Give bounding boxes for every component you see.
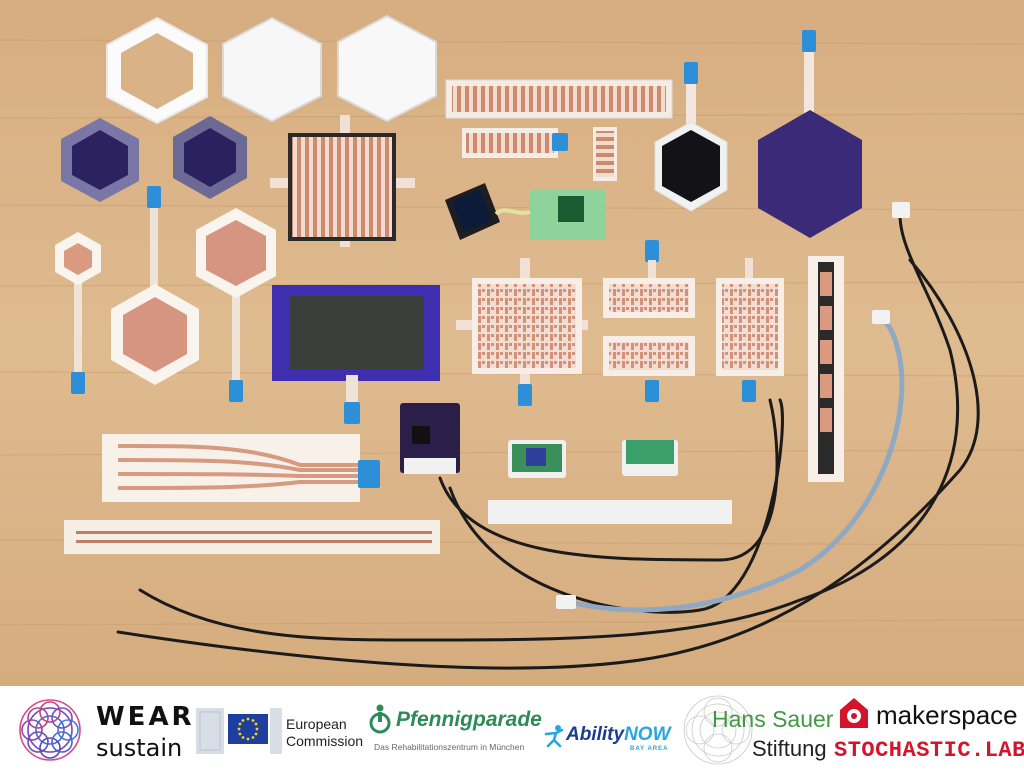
hs-line1: Hans Sauer xyxy=(712,706,834,732)
pcb-board-dark xyxy=(400,403,460,474)
grid-sensor-large xyxy=(456,258,588,406)
hs-line2: Stiftung xyxy=(752,736,827,761)
mandala-icon xyxy=(19,699,81,761)
circle-pattern-icon xyxy=(683,695,753,765)
grid-sensor-tall xyxy=(716,258,784,402)
makerspace-title: makerspace xyxy=(876,700,1018,730)
square-stripe-sensor xyxy=(270,115,415,247)
cables xyxy=(116,213,980,670)
ec-line1: European xyxy=(286,716,347,732)
hex-sensor-tall xyxy=(196,208,276,402)
hex-cover-white-1 xyxy=(222,16,322,123)
oled-display-module xyxy=(445,183,500,240)
sponsor-logo-bar: WEAR sustain European Commission xyxy=(0,686,1024,776)
jumping-person-icon xyxy=(544,725,564,748)
connector-white xyxy=(892,202,910,218)
hex-sensor-medium xyxy=(111,186,199,385)
hex-sensor-small xyxy=(55,232,101,394)
thin-stripe-sensor xyxy=(64,520,440,554)
grid-sensor-split xyxy=(603,240,695,402)
hans-sauer-stiftung-logo[interactable]: Hans Sauer Stiftung xyxy=(680,692,834,770)
robot-head-icon xyxy=(840,698,868,728)
wear-sustain-logo[interactable]: WEAR sustain xyxy=(14,694,194,768)
strip-sensor-vertical xyxy=(808,256,844,482)
hex-frame-outline xyxy=(106,16,208,125)
makerspace-logo[interactable]: makerspace STOCHASTIC.LABS xyxy=(832,694,1024,770)
hex-cover-white-2 xyxy=(337,14,437,123)
connector-white xyxy=(556,595,576,609)
velcro-strip xyxy=(488,500,732,524)
pressure-pad-purple xyxy=(272,285,440,424)
small-boards xyxy=(508,440,678,478)
hex-sensor-black xyxy=(654,62,728,212)
european-commission-logo[interactable]: European Commission xyxy=(196,706,363,762)
sensor-kit-photo xyxy=(0,0,1024,686)
wear-logo-title: WEAR xyxy=(96,702,195,732)
ec-line2: Commission xyxy=(286,733,364,749)
abilitynow-logo[interactable]: AbilityNOW BAY AREA xyxy=(544,724,672,764)
stochastic-labs-title: STOCHASTIC.LABS xyxy=(834,738,1024,763)
hex-sensor-purple-large xyxy=(758,30,862,238)
pf-subtitle: Das Rehabilitationszentrum in München xyxy=(374,742,525,752)
connector-white xyxy=(872,310,890,324)
abilitynow-bay-area: BAY AREA xyxy=(630,746,669,752)
abilitynow-now: NOW xyxy=(624,724,671,745)
eu-flag-icon xyxy=(196,708,282,754)
pfennigparade-logo[interactable]: Pfennigparade Das Rehabilitationszentrum… xyxy=(368,704,542,764)
pf-title: Pfennigparade xyxy=(396,708,542,731)
fabric-stripe-sensor xyxy=(102,434,380,502)
wheelchair-icon xyxy=(369,704,391,734)
abilitynow-ability: Ability xyxy=(566,724,625,745)
wear-logo-subtitle: sustain xyxy=(96,734,183,762)
blue-connector xyxy=(552,133,568,151)
